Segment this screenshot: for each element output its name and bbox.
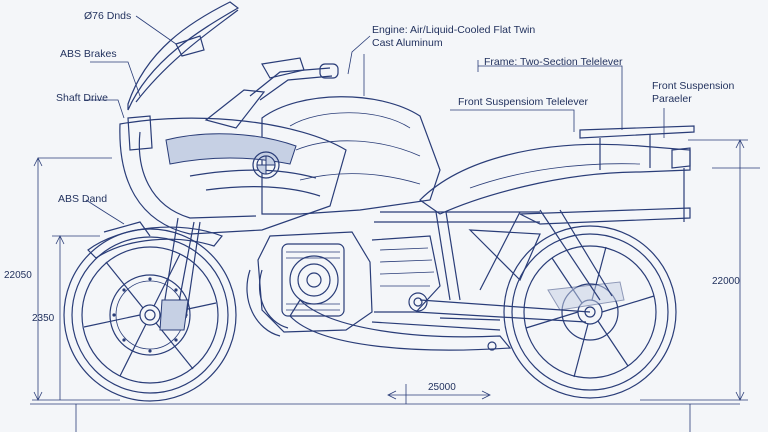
label-shaft-drive: Shaft Drive bbox=[56, 92, 108, 104]
handlebars bbox=[175, 35, 339, 101]
front-fairing bbox=[119, 1, 347, 235]
dimension-wheelbase: 25000 bbox=[428, 382, 456, 393]
dimension-left-height: 22050 bbox=[4, 270, 32, 281]
label-abs-brakes: ABS Brakes bbox=[60, 48, 117, 60]
label-front-suspension: Front Suspension bbox=[652, 80, 735, 92]
leader-lines bbox=[84, 15, 665, 404]
exhaust bbox=[246, 269, 512, 351]
dimension-lines bbox=[30, 139, 760, 432]
front-wheel bbox=[63, 228, 237, 402]
label-engine-material: Cast Aluminum bbox=[372, 37, 443, 49]
engine-block bbox=[257, 231, 501, 351]
dimension-right-height: 22000 bbox=[712, 276, 740, 287]
label-disc: Ø76 Dnds bbox=[84, 10, 132, 22]
label-abs-band: ABS Dand bbox=[58, 193, 108, 205]
label-front-suspension-telelever: Front Suspensiom Telelever bbox=[458, 96, 588, 108]
front-fork bbox=[87, 217, 223, 331]
label-frame: Frame: Two-Section Telelever bbox=[484, 56, 623, 68]
tank-and-seat bbox=[261, 96, 691, 215]
frame-tubes bbox=[374, 211, 541, 301]
dimension-left-inner-height: 2350 bbox=[32, 313, 55, 324]
label-front-suspension-paraeler: Paraeler bbox=[652, 93, 692, 105]
label-engine: Engine: Air/Liquid-Cooled Flat Twin bbox=[372, 24, 536, 36]
